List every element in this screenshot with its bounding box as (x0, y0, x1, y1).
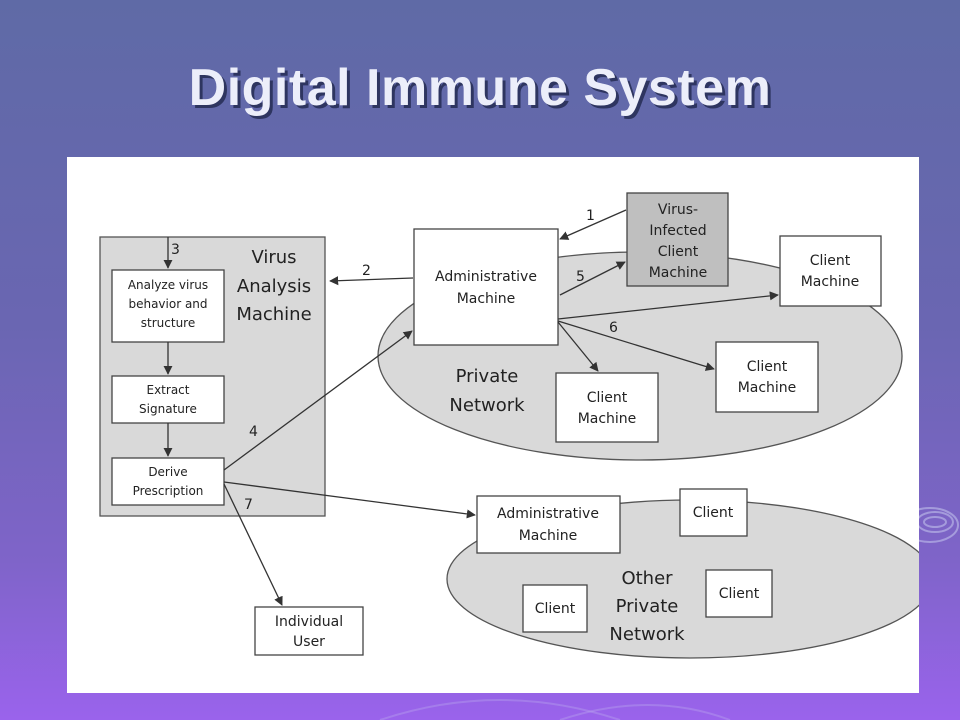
svg-text:Extract: Extract (147, 383, 190, 397)
virus-analysis-machine-label: Virus Analysis Machine (236, 247, 311, 325)
svg-text:Client: Client (587, 390, 628, 406)
client-machine-label-3: Client Machine (578, 390, 637, 427)
arrow-step-1 (559, 209, 627, 240)
svg-text:Client: Client (747, 359, 788, 375)
arrow-step-6 (557, 320, 715, 371)
client-machine-label-1: Client Machine (801, 253, 860, 290)
svg-text:Virus: Virus (251, 247, 296, 268)
svg-text:Machine: Machine (578, 411, 637, 427)
slide-title: Digital Immune System (188, 59, 772, 117)
step-5-label: 5 (576, 269, 585, 285)
svg-text:Analyze virus: Analyze virus (128, 278, 208, 292)
svg-text:Prescription: Prescription (133, 484, 204, 498)
individual-user-label: Individual User (275, 614, 343, 650)
svg-text:User: User (293, 634, 325, 650)
derive-prescription-box (111, 457, 225, 506)
arrow-step-2 (329, 276, 414, 286)
analyze-virus-label: Analyze virus behavior and structure (128, 278, 208, 330)
arrow-step-7 (223, 481, 476, 519)
immune-system-diagram: 1 2 3 4 5 6 7 Virus Analysis Machine Ana… (99, 192, 919, 659)
svg-text:Administrative: Administrative (435, 269, 537, 285)
other-admin-machine-label: Administrative Machine (497, 506, 599, 544)
svg-text:Network: Network (449, 395, 525, 416)
step-1-label: 1 (586, 208, 595, 224)
svg-text:Client: Client (658, 244, 699, 260)
step-4-label: 4 (249, 424, 258, 440)
svg-text:Machine: Machine (649, 265, 708, 281)
svg-text:Individual: Individual (275, 614, 343, 630)
svg-text:Client: Client (810, 253, 851, 269)
derive-prescription-label: Derive Prescription (133, 465, 204, 498)
svg-text:Network: Network (609, 624, 685, 645)
svg-text:Machine: Machine (236, 304, 311, 325)
arrow-step-5 (559, 261, 626, 296)
svg-text:Analysis: Analysis (237, 276, 311, 297)
arrow-to-individual-user (223, 483, 283, 606)
extract-signature-label: Extract Signature (139, 383, 197, 416)
svg-text:Private: Private (616, 596, 679, 617)
svg-text:Machine: Machine (457, 291, 516, 307)
admin-machine-label: Administrative Machine (435, 269, 537, 307)
svg-text:structure: structure (141, 316, 195, 330)
other-client-box-1 (679, 488, 748, 537)
step-7-label: 7 (244, 497, 253, 513)
private-network-label: Private Network (449, 366, 525, 416)
svg-text:Virus-: Virus- (658, 202, 698, 218)
svg-text:Machine: Machine (801, 274, 860, 290)
arrow-to-client-3 (557, 321, 599, 372)
other-client-label-3: Client (535, 601, 576, 617)
other-client-label-1: Client (693, 505, 734, 521)
svg-text:Signature: Signature (139, 402, 197, 416)
other-client-box-2 (705, 569, 773, 618)
arrow-to-client-1 (557, 291, 779, 320)
step-2-label: 2 (362, 263, 371, 279)
arrow-step-4 (223, 330, 413, 471)
admin-machine-box (413, 228, 559, 346)
infected-client-label: Virus- Infected Client Machine (649, 202, 708, 281)
svg-text:Machine: Machine (519, 528, 578, 544)
step-6-label: 6 (609, 320, 618, 336)
svg-text:Machine: Machine (738, 380, 797, 396)
infected-client-box (626, 192, 729, 287)
svg-text:behavior and: behavior and (128, 297, 207, 311)
individual-user-box (254, 606, 364, 656)
other-admin-machine-box (476, 495, 621, 554)
other-client-label-2: Client (719, 586, 760, 602)
client-machine-box-1 (779, 235, 882, 307)
client-machine-label-2: Client Machine (738, 359, 797, 396)
svg-text:Derive: Derive (148, 465, 187, 479)
other-client-box-3 (522, 584, 588, 633)
client-machine-box-3 (555, 372, 659, 443)
svg-text:Infected: Infected (649, 223, 706, 239)
client-machine-box-2 (715, 341, 819, 413)
svg-text:Private: Private (456, 366, 519, 387)
svg-text:Other: Other (621, 568, 673, 589)
diagram-panel: 1 2 3 4 5 6 7 Virus Analysis Machine Ana… (67, 157, 919, 693)
svg-text:Administrative: Administrative (497, 506, 599, 522)
step-3-label: 3 (171, 242, 180, 258)
other-private-network-label: Other Private Network (609, 568, 685, 645)
